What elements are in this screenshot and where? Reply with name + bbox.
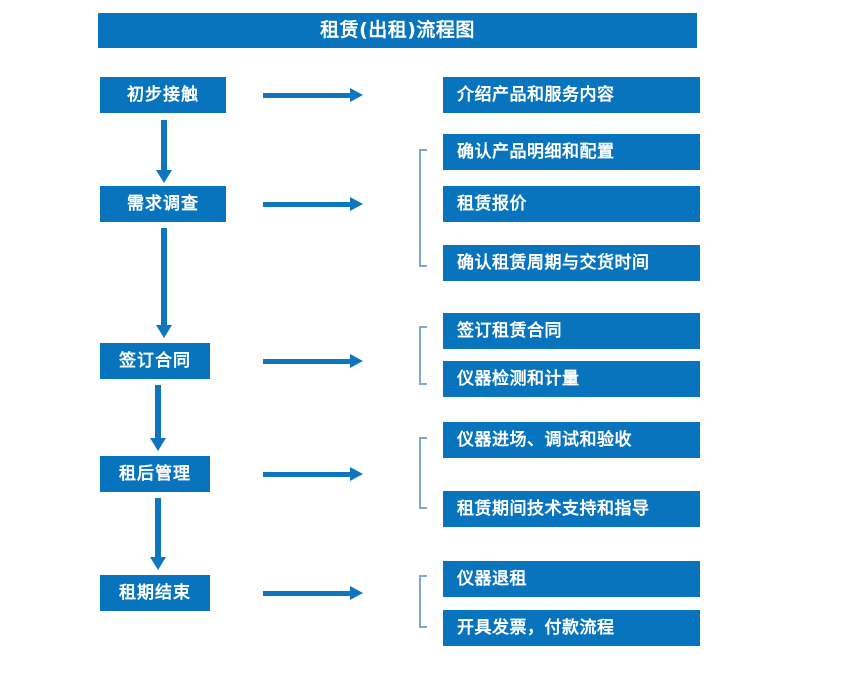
arrow-right-stage5-to-group5 [263, 586, 363, 600]
detail-box-confirm-product-details[interactable]: 确认产品明细和配置 [443, 134, 700, 170]
arrow-right-stage4-to-group4 [263, 467, 363, 481]
detail-box-confirm-rental-period[interactable]: 确认租赁周期与交货时间 [443, 245, 700, 281]
arrow-head [150, 557, 166, 570]
arrow-shaft [155, 385, 161, 438]
detail-box-instrument-onsite-commissioning[interactable]: 仪器进场、调试和验收 [443, 422, 700, 458]
detail-box-technical-support[interactable]: 租赁期间技术支持和指导 [443, 491, 700, 527]
detail-box-invoice-and-payment[interactable]: 开具发票，付款流程 [443, 610, 700, 646]
arrow-head [156, 325, 172, 338]
diagram-title: 租赁(出租)流程图 [98, 13, 697, 48]
arrow-right-stage1-to-group1 [263, 88, 363, 102]
arrow-shaft [155, 498, 161, 557]
arrow-head [350, 88, 363, 102]
bracket-group-5 [419, 575, 427, 628]
bracket-group-3 [419, 326, 427, 385]
arrow-head [350, 354, 363, 368]
bracket-group-2 [419, 149, 427, 267]
stage-box-rental-end[interactable]: 租期结束 [100, 575, 210, 611]
arrow-right-stage2-to-group2 [263, 197, 363, 211]
arrow-shaft [161, 228, 167, 325]
arrow-down-stage2-to-stage3 [156, 228, 172, 338]
arrow-shaft [161, 120, 167, 170]
stage-box-sign-contract[interactable]: 签订合同 [100, 343, 210, 379]
arrow-head [350, 197, 363, 211]
detail-box-introduce-products[interactable]: 介绍产品和服务内容 [443, 77, 700, 113]
detail-box-instrument-inspection[interactable]: 仪器检测和计量 [443, 361, 700, 397]
arrow-shaft [263, 359, 351, 364]
arrow-down-stage3-to-stage4 [150, 385, 166, 451]
arrow-head [150, 438, 166, 451]
arrow-shaft [263, 93, 351, 98]
arrow-down-stage1-to-stage2 [156, 120, 172, 183]
arrow-right-stage3-to-group3 [263, 354, 363, 368]
arrow-shaft [263, 472, 351, 477]
stage-box-requirement-survey[interactable]: 需求调查 [100, 186, 226, 222]
arrow-down-stage4-to-stage5 [150, 498, 166, 570]
arrow-head [350, 586, 363, 600]
detail-box-instrument-return[interactable]: 仪器退租 [443, 561, 700, 597]
arrow-shaft [263, 202, 351, 207]
stage-box-post-rental-management[interactable]: 租后管理 [100, 456, 210, 492]
detail-box-rental-quotation[interactable]: 租赁报价 [443, 186, 700, 222]
stage-box-initial-contact[interactable]: 初步接触 [100, 77, 226, 113]
arrow-head [350, 467, 363, 481]
detail-box-sign-rental-contract[interactable]: 签订租赁合同 [443, 313, 700, 349]
arrow-head [156, 170, 172, 183]
bracket-group-4 [419, 437, 427, 509]
arrow-shaft [263, 591, 351, 596]
